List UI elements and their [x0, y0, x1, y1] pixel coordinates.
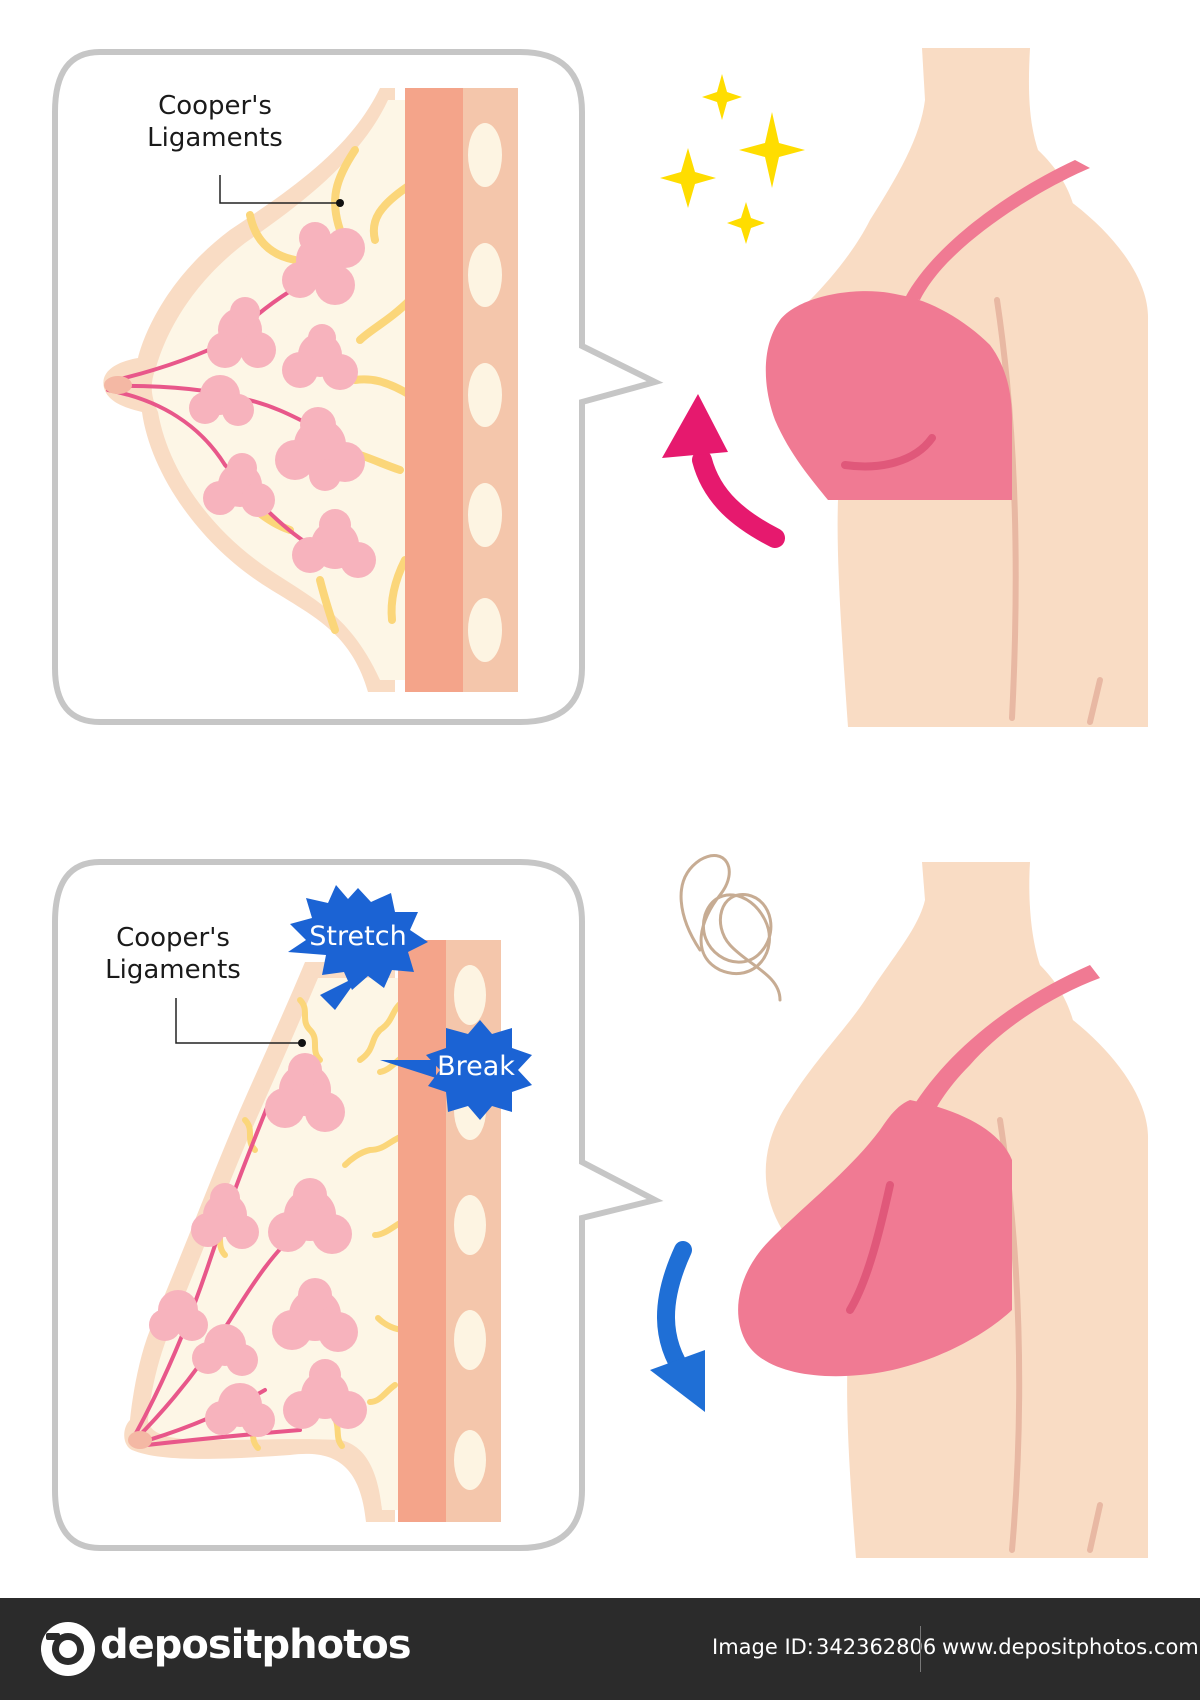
top-bra	[765, 160, 1090, 500]
lobule	[292, 509, 376, 578]
bottom-nipple	[128, 1431, 152, 1449]
down-arrow-icon	[650, 1241, 705, 1412]
lobule	[282, 324, 358, 390]
lobule	[149, 1290, 208, 1341]
bottom-torso-figure	[738, 862, 1149, 1558]
image-id-value: 342362806	[816, 1635, 937, 1659]
top-nipple	[104, 376, 132, 394]
top-ligaments	[241, 146, 414, 634]
break-label: Break	[437, 1051, 515, 1082]
bottom-muscle-layer	[398, 940, 446, 1522]
sparkle-icon	[660, 74, 805, 244]
break-burst	[380, 1020, 532, 1120]
watermark-footer: depositphotos Image ID: 342362806 www.de…	[0, 1598, 1200, 1700]
lobule	[192, 1324, 258, 1376]
top-breast-cross-section	[103, 88, 518, 692]
lobule	[272, 1278, 358, 1352]
bottom-coopers-ligaments-label: Cooper's Ligaments	[105, 923, 241, 985]
stretch-burst	[288, 885, 428, 1010]
up-arrow-icon	[662, 394, 785, 548]
top-torso-figure	[765, 48, 1149, 727]
lobule	[282, 222, 365, 305]
bottom-bra	[738, 965, 1100, 1377]
top-lobules	[189, 222, 376, 578]
lobule	[203, 453, 275, 517]
stretch-label: Stretch	[309, 921, 407, 952]
bottom-pointer-dot	[298, 1039, 306, 1047]
lobule	[275, 407, 365, 491]
top-label-pointer	[219, 175, 340, 204]
camera-logo-icon	[41, 1622, 95, 1676]
lobule	[205, 1383, 275, 1437]
footer-divider	[920, 1626, 921, 1672]
top-muscle-layer	[405, 88, 463, 692]
top-pointer-dot	[336, 199, 344, 207]
tangle-icon	[679, 853, 782, 1002]
lobule	[189, 375, 254, 426]
top-ribs	[468, 123, 502, 662]
bottom-breast-cross-section	[124, 885, 532, 1522]
site-url: www.depositphotos.com	[942, 1635, 1199, 1659]
lobule	[283, 1359, 367, 1429]
lobule	[191, 1183, 259, 1249]
breast-ligament-diagram	[52, 48, 1149, 1558]
brand-logo-text: depositphotos	[100, 1622, 412, 1668]
bottom-lobules	[149, 1053, 367, 1437]
image-id-label: Image ID:	[712, 1635, 814, 1659]
bottom-label-pointer	[175, 998, 302, 1044]
lobule	[207, 297, 276, 368]
lobule	[265, 1053, 345, 1132]
lobule	[268, 1178, 352, 1254]
top-coopers-ligaments-label: Cooper's Ligaments	[147, 91, 283, 153]
